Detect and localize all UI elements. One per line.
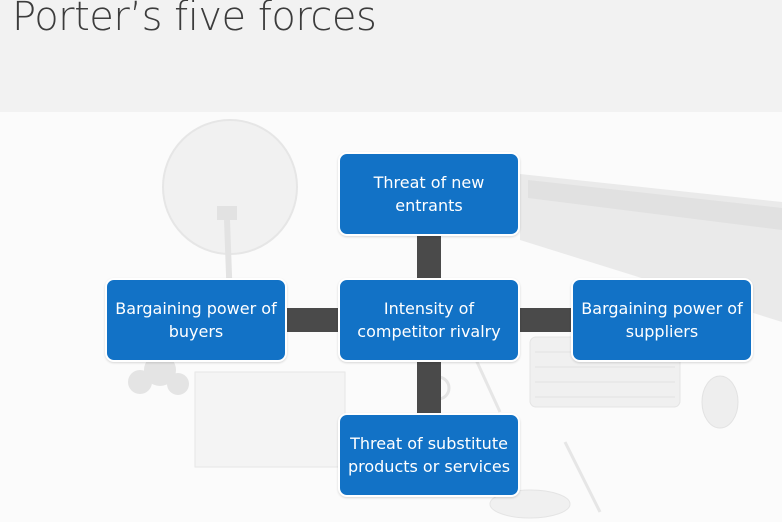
title-band: Porter’s five forces <box>0 0 782 112</box>
monitor-edge <box>528 180 782 230</box>
force-threat-of-substitutes-label: Threat of substitute products or service… <box>347 434 511 476</box>
force-bargaining-power-of-suppliers-label: Bargaining power of suppliers <box>581 299 743 341</box>
force-threat-of-substitutes: Threat of substitute products or service… <box>338 413 520 497</box>
plant <box>128 354 189 395</box>
mouse <box>701 375 739 429</box>
cup <box>489 489 571 519</box>
force-bargaining-power-of-buyers: Bargaining power of buyers <box>105 278 287 362</box>
force-intensity-of-competitor-rivalry-label: Intensity of competitor rivalry <box>357 299 501 341</box>
notebook <box>194 371 346 468</box>
force-bargaining-power-of-buyers-label: Bargaining power of buyers <box>115 299 277 341</box>
lamp-clip <box>217 206 237 220</box>
force-intensity-of-competitor-rivalry: Intensity of competitor rivalry <box>338 278 520 362</box>
pencil <box>563 441 602 513</box>
force-bargaining-power-of-suppliers: Bargaining power of suppliers <box>571 278 753 362</box>
slide-title: Porter’s five forces <box>12 0 377 40</box>
force-threat-of-new-entrants: Threat of new entrants <box>338 152 520 236</box>
force-threat-of-new-entrants-label: Threat of new entrants <box>373 173 485 215</box>
